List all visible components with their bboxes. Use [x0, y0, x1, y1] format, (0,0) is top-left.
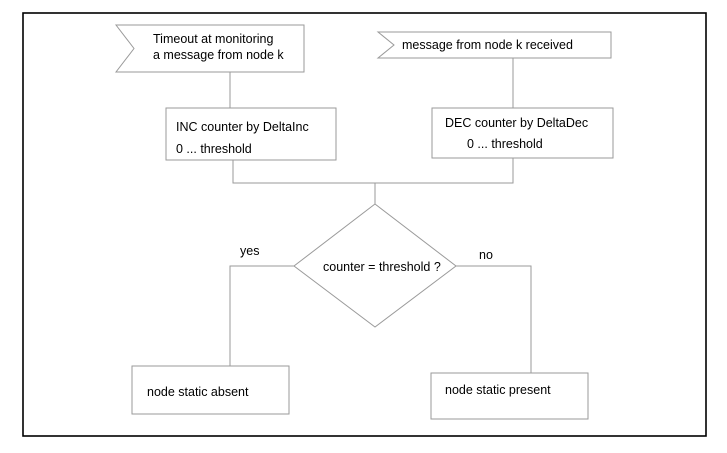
- absent-label: node static absent: [147, 385, 249, 399]
- inc-label-line2: 0 ... threshold: [176, 142, 252, 156]
- connector-no-branch: [456, 265, 532, 373]
- result-absent: [131, 365, 290, 415]
- present-label: node static present: [445, 383, 551, 397]
- signal-timeout: [114, 24, 305, 73]
- dec-label-line2: 0 ... threshold: [467, 137, 543, 151]
- timeout-label-line2: a message from node k: [153, 48, 284, 62]
- result-present: [430, 372, 589, 420]
- decision-question: counter = threshold ?: [323, 260, 441, 274]
- process-dec-counter: [431, 107, 614, 159]
- timeout-label-line1: Timeout at monitoring: [153, 32, 274, 46]
- inc-label-line1: INC counter by DeltaInc: [176, 120, 309, 134]
- dec-label-line1: DEC counter by DeltaDec: [445, 116, 589, 130]
- diagram-border: [22, 12, 707, 437]
- received-label: message from node k received: [402, 38, 573, 52]
- yes-label: yes: [240, 244, 260, 258]
- connector-merge: [232, 158, 514, 184]
- connector-yes-branch: [229, 265, 294, 366]
- process-inc-counter: [165, 107, 337, 161]
- signal-message-received: [376, 31, 612, 59]
- decision-diamond: [293, 203, 457, 328]
- no-label: no: [479, 248, 493, 262]
